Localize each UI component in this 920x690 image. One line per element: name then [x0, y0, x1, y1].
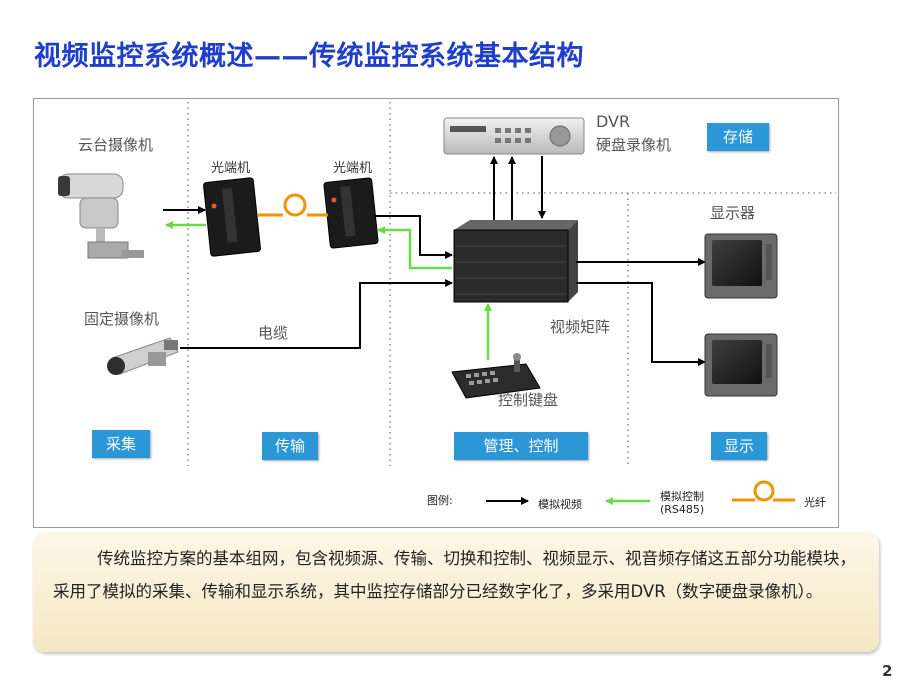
- dvr-name-label: 硬盘录像机: [596, 136, 672, 154]
- description-box: 传统监控方案的基本组网，包含视频源、传输、切换和控制、视频显示、视音频存储这五部…: [33, 532, 879, 652]
- video-arrow-to-display-2: [576, 282, 706, 366]
- ptz-camera-icon: [58, 173, 144, 259]
- legend-fiber: 光纤: [804, 496, 826, 509]
- fixed-camera-label: 固定摄像机: [84, 310, 160, 328]
- ptz-camera-label: 云台摄像机: [78, 136, 154, 154]
- dvr-abbr-label: DVR: [596, 112, 631, 131]
- category-transmission: 传输: [262, 432, 318, 460]
- display-monitor-1-icon: [704, 233, 778, 299]
- optical-transceiver-1-label: 光端机: [211, 161, 251, 176]
- category-management: 管理、控制: [454, 432, 588, 460]
- optical-transceiver-1-icon: [203, 177, 261, 257]
- description-text: 传统监控方案的基本组网，包含视频源、传输、切换和控制、视频显示、视音频存储这五部…: [53, 549, 856, 601]
- legend-analog-control-line2: (RS485): [660, 503, 705, 516]
- legend-label: 图例:: [427, 494, 453, 507]
- keyboard-label: 控制键盘: [498, 391, 559, 409]
- display-monitor-2-icon: [704, 333, 778, 397]
- legend-fiber-icon: [732, 480, 795, 502]
- page-number: 2: [882, 662, 893, 680]
- fixed-camera-icon: [107, 337, 179, 375]
- category-display: 显示: [711, 432, 767, 460]
- category-storage: 存储: [707, 123, 769, 151]
- display-label: 显示器: [710, 204, 756, 222]
- fiber-loop-icon: [258, 193, 328, 217]
- category-capture: 采集: [92, 430, 150, 458]
- optical-transceiver-2-label: 光端机: [333, 161, 373, 176]
- dvr-icon: [443, 117, 585, 155]
- diagram-frame: [33, 98, 839, 528]
- video-arrow-to-matrix: [374, 215, 453, 259]
- legend-analog-control-line1: 模拟控制: [660, 490, 704, 503]
- video-matrix-label: 视频矩阵: [550, 318, 611, 336]
- legend-analog-video: 模拟视频: [538, 498, 582, 511]
- control-arrow-from-matrix: [377, 226, 452, 270]
- slide-title: 视频监控系统概述——传统监控系统基本结构: [34, 41, 584, 72]
- control-keyboard-icon: [451, 353, 541, 399]
- cable-label: 电缆: [258, 324, 289, 342]
- optical-transceiver-2-icon: [323, 177, 379, 249]
- cable-line: [180, 279, 453, 349]
- video-matrix-icon: [453, 220, 578, 303]
